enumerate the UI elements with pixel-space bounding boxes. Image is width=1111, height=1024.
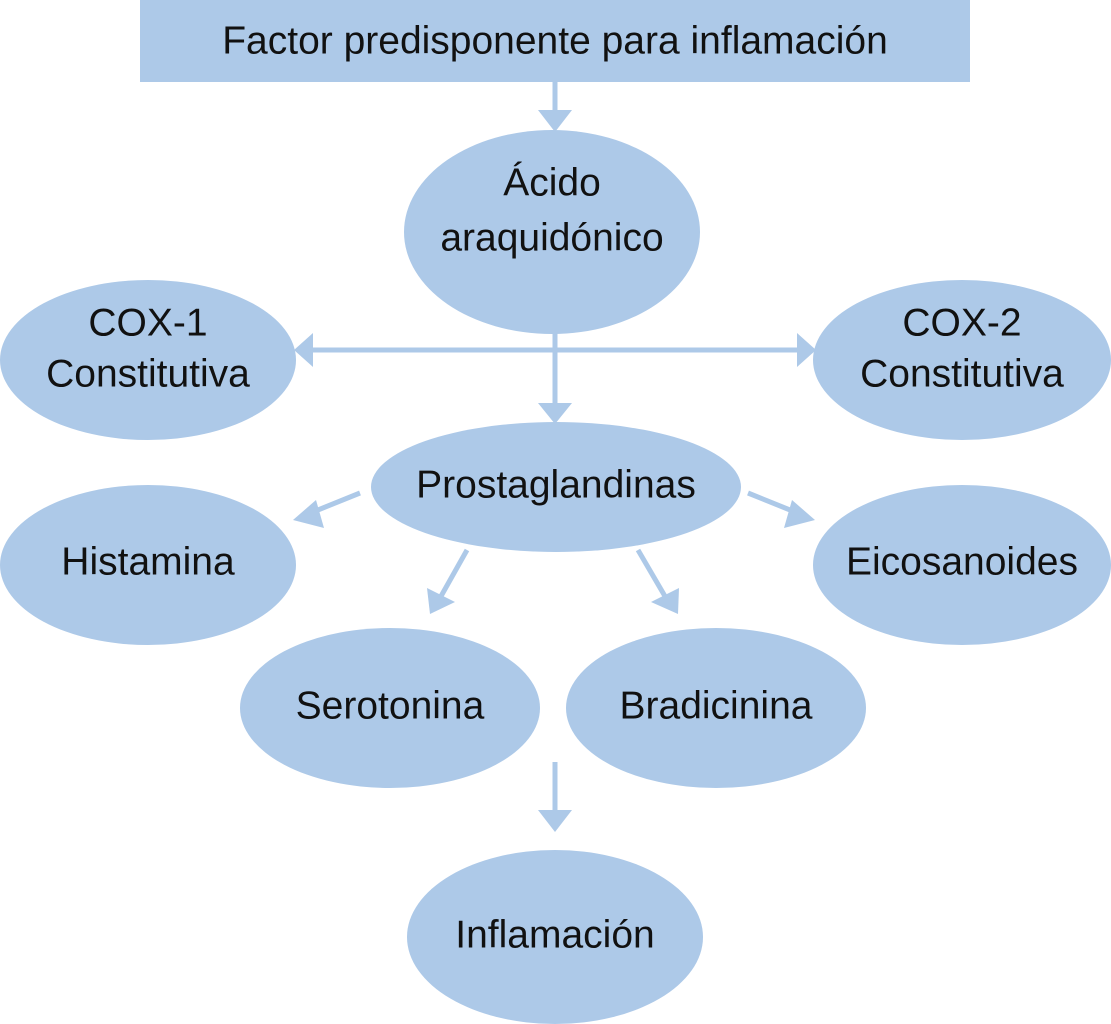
node-histamina: Histamina	[0, 485, 296, 645]
node-label: araquidónico	[440, 216, 663, 259]
node-label: Inflamación	[455, 913, 654, 956]
node-bradicinina: Bradicinina	[566, 628, 866, 788]
node-label: Bradicinina	[620, 684, 813, 727]
arrowhead	[651, 588, 679, 614]
title-box: Factor predisponente para inflamación	[140, 0, 970, 82]
edge-prost-serotonina	[437, 548, 470, 600]
node-inflamacion: Inflamación	[407, 850, 703, 1024]
node-label: Histamina	[61, 540, 235, 583]
node-label: COX-1	[88, 301, 207, 344]
node-acido-araquidonico: Ácido araquidónico	[404, 130, 700, 334]
title-label: Factor predisponente para inflamación	[222, 19, 888, 62]
arrowhead	[538, 403, 572, 424]
node-label: Serotonina	[296, 684, 485, 727]
node-label: Constitutiva	[860, 352, 1064, 395]
node-cox2: COX-2 Constitutiva	[813, 280, 1111, 440]
arrowhead	[784, 500, 815, 528]
arrowhead	[797, 333, 816, 367]
node-label: Ácido	[503, 161, 601, 204]
node-eicosanoides: Eicosanoides	[813, 485, 1111, 645]
arrowhead	[538, 810, 572, 832]
node-label: COX-2	[902, 301, 1021, 344]
node-label: Eicosanoides	[846, 540, 1078, 583]
arrowhead	[538, 110, 572, 132]
arrowhead	[427, 588, 455, 614]
arrowhead	[293, 500, 324, 528]
node-label: Prostaglandinas	[416, 463, 696, 506]
node-label: Constitutiva	[46, 352, 250, 395]
node-prostaglandinas: Prostaglandinas	[371, 422, 741, 552]
node-serotonina: Serotonina	[240, 628, 540, 788]
arrowhead	[294, 333, 313, 367]
edge-prost-bradicinina	[635, 548, 669, 600]
node-cox1: COX-1 Constitutiva	[0, 280, 296, 440]
